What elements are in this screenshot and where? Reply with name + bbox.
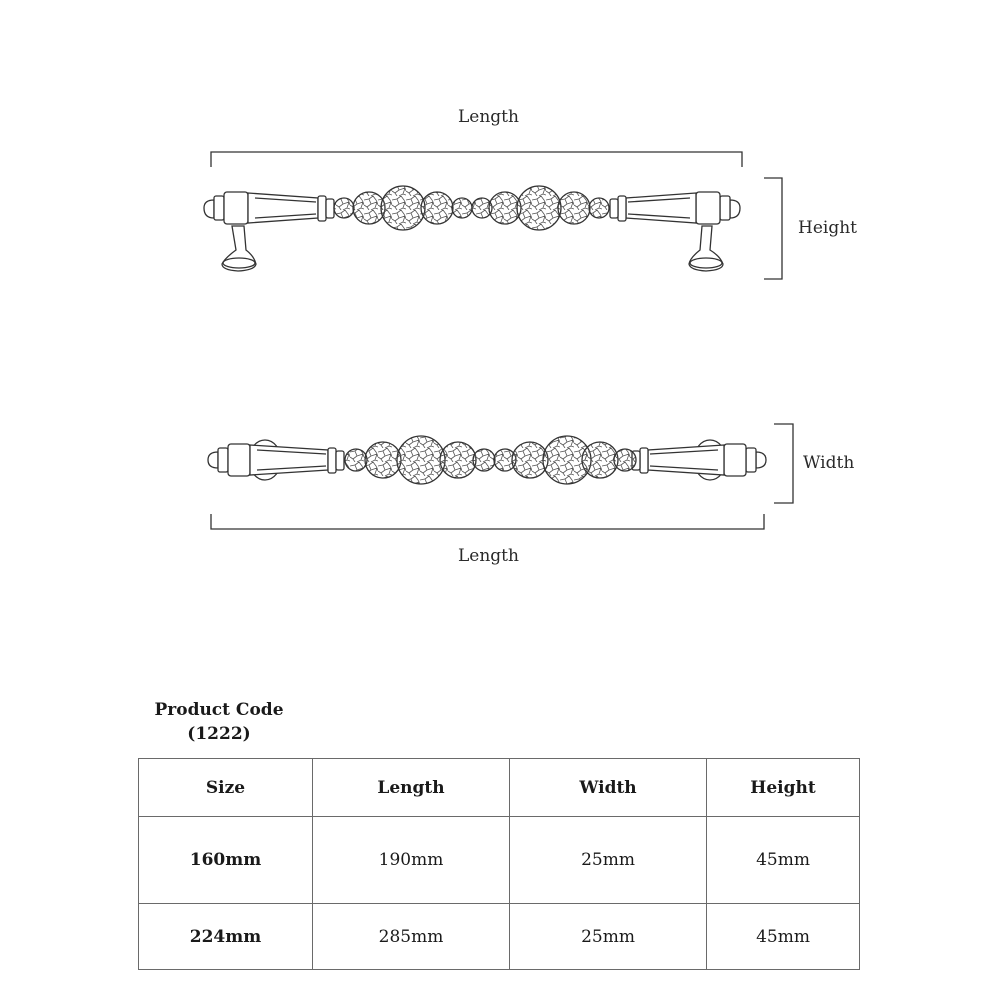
cell-height: 45mm <box>706 903 860 970</box>
cell-width: 25mm <box>509 903 707 970</box>
cell-length: 285mm <box>312 903 510 970</box>
cell-length: 190mm <box>312 816 510 904</box>
product-code-title: Product Code <box>154 700 284 720</box>
width-label: Width <box>803 453 855 473</box>
table-header-row: Size Length Width Height <box>138 758 860 817</box>
length-dimension-bottom <box>210 514 765 530</box>
table-row: 160mm 190mm 25mm 45mm <box>138 816 860 904</box>
handle-top-view <box>207 423 794 530</box>
cell-width: 25mm <box>509 816 707 904</box>
size-table: Size Length Width Height 160mm 190mm 25m… <box>138 758 860 970</box>
height-label: Height <box>798 218 857 238</box>
header-size: Size <box>138 758 313 817</box>
header-length: Length <box>312 758 510 817</box>
cell-size: 160mm <box>138 816 313 904</box>
handle-front-view <box>203 151 783 280</box>
length-label-bottom: Length <box>458 546 519 566</box>
beads-top <box>344 435 637 485</box>
header-height: Height <box>706 758 860 817</box>
width-dimension <box>774 423 794 504</box>
height-dimension <box>764 177 783 280</box>
cell-height: 45mm <box>706 816 860 904</box>
handle-dimension-drawing <box>203 151 794 530</box>
beads-front <box>333 185 610 231</box>
product-code-value: (1222) <box>187 724 251 744</box>
table-row: 224mm 285mm 25mm 45mm <box>138 903 860 970</box>
length-dimension-top <box>210 151 743 167</box>
product-code: Product Code (1222) <box>150 698 288 746</box>
cell-size: 224mm <box>138 903 313 970</box>
header-width: Width <box>509 758 707 817</box>
length-label-top: Length <box>458 107 519 127</box>
